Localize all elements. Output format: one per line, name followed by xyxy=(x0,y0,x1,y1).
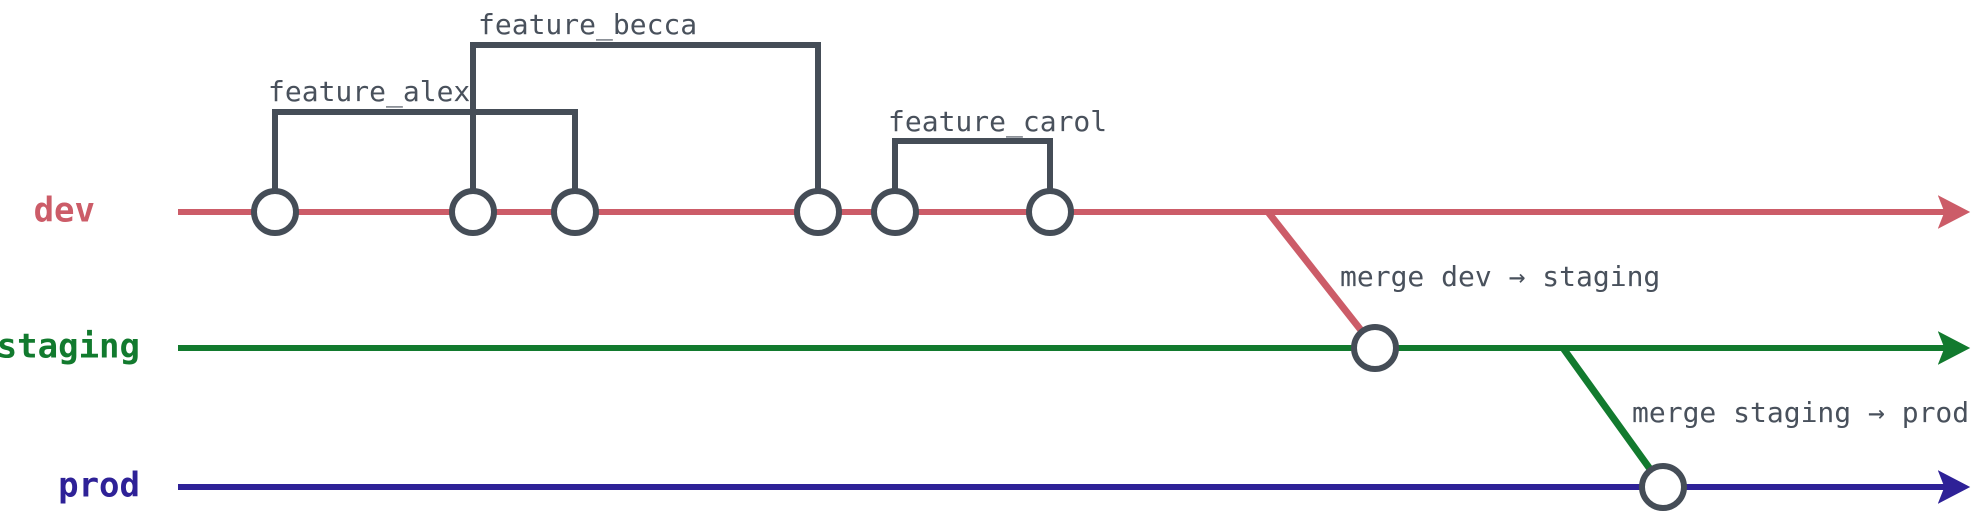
lane-group-staging: staging xyxy=(0,327,1971,367)
commit-node[interactable] xyxy=(1639,463,1687,511)
commit-node[interactable] xyxy=(1026,188,1074,236)
feature-bracket-feature_becca: feature_becca xyxy=(470,8,821,190)
feature-bracket-feature_carol: feature_carol xyxy=(888,105,1107,190)
commit-node[interactable] xyxy=(871,188,919,236)
commit-nodes-staging xyxy=(1351,324,1399,372)
commit-node[interactable] xyxy=(449,188,497,236)
bracket-path-feature_alex xyxy=(272,109,578,190)
commit-node[interactable] xyxy=(794,188,842,236)
bracket-path-feature_becca xyxy=(470,42,821,190)
lane-label-dev: dev xyxy=(34,191,95,231)
feature-bracket-feature_alex: feature_alex xyxy=(268,75,578,190)
merge-line-staging-prod: merge staging → prod xyxy=(1560,345,1969,490)
lane-group-dev: dev xyxy=(34,191,1971,231)
merge-label-dev-staging: merge dev → staging xyxy=(1340,260,1660,293)
merge-label-staging-prod: merge staging → prod xyxy=(1632,396,1969,429)
lane-label-prod: prod xyxy=(58,466,140,506)
commit-node[interactable] xyxy=(1351,324,1399,372)
branch-label-feature_becca: feature_becca xyxy=(478,8,697,42)
commit-nodes-prod xyxy=(1639,463,1687,511)
lane-label-staging: staging xyxy=(0,327,140,367)
merge-edge-dev-staging xyxy=(1265,209,1378,351)
branch-label-feature_alex: feature_alex xyxy=(268,75,470,109)
commit-node[interactable] xyxy=(551,188,599,236)
merge-edge-staging-prod xyxy=(1560,345,1666,490)
commit-nodes-dev xyxy=(251,188,1074,236)
merge-line-dev-staging: merge dev → staging xyxy=(1265,209,1660,351)
commit-node[interactable] xyxy=(251,188,299,236)
bracket-path-feature_carol xyxy=(892,138,1053,190)
branch-label-feature_carol: feature_carol xyxy=(888,105,1107,139)
